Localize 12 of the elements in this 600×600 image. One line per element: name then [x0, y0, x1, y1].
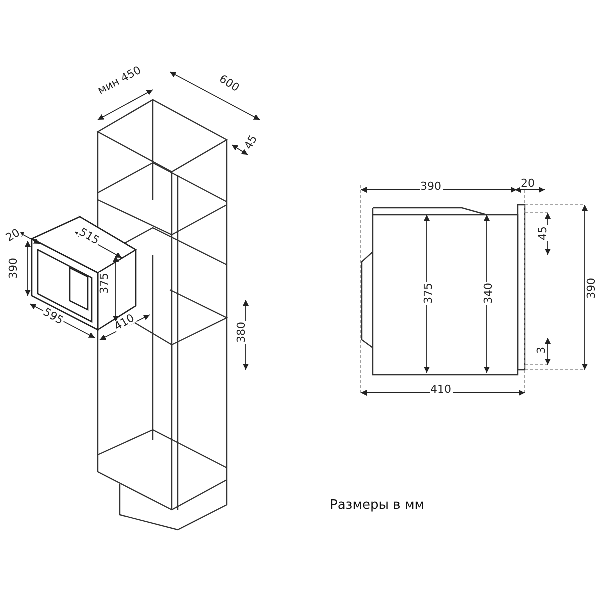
- dimension-label: 380: [236, 320, 246, 344]
- dimension-label: 375: [422, 282, 434, 304]
- dimension-label: 390: [420, 180, 442, 192]
- dimension-label: 3: [536, 346, 546, 354]
- dimension-label: 410: [430, 384, 452, 394]
- dimension-label: 45: [538, 225, 548, 241]
- dimension-label: 340: [482, 282, 494, 304]
- dimension-label: 390: [8, 256, 18, 280]
- dimension-label: 20: [3, 226, 23, 244]
- dimension-label: 390: [586, 276, 596, 300]
- dimension-label: 20: [520, 178, 536, 188]
- caption: Размеры в мм: [330, 498, 425, 513]
